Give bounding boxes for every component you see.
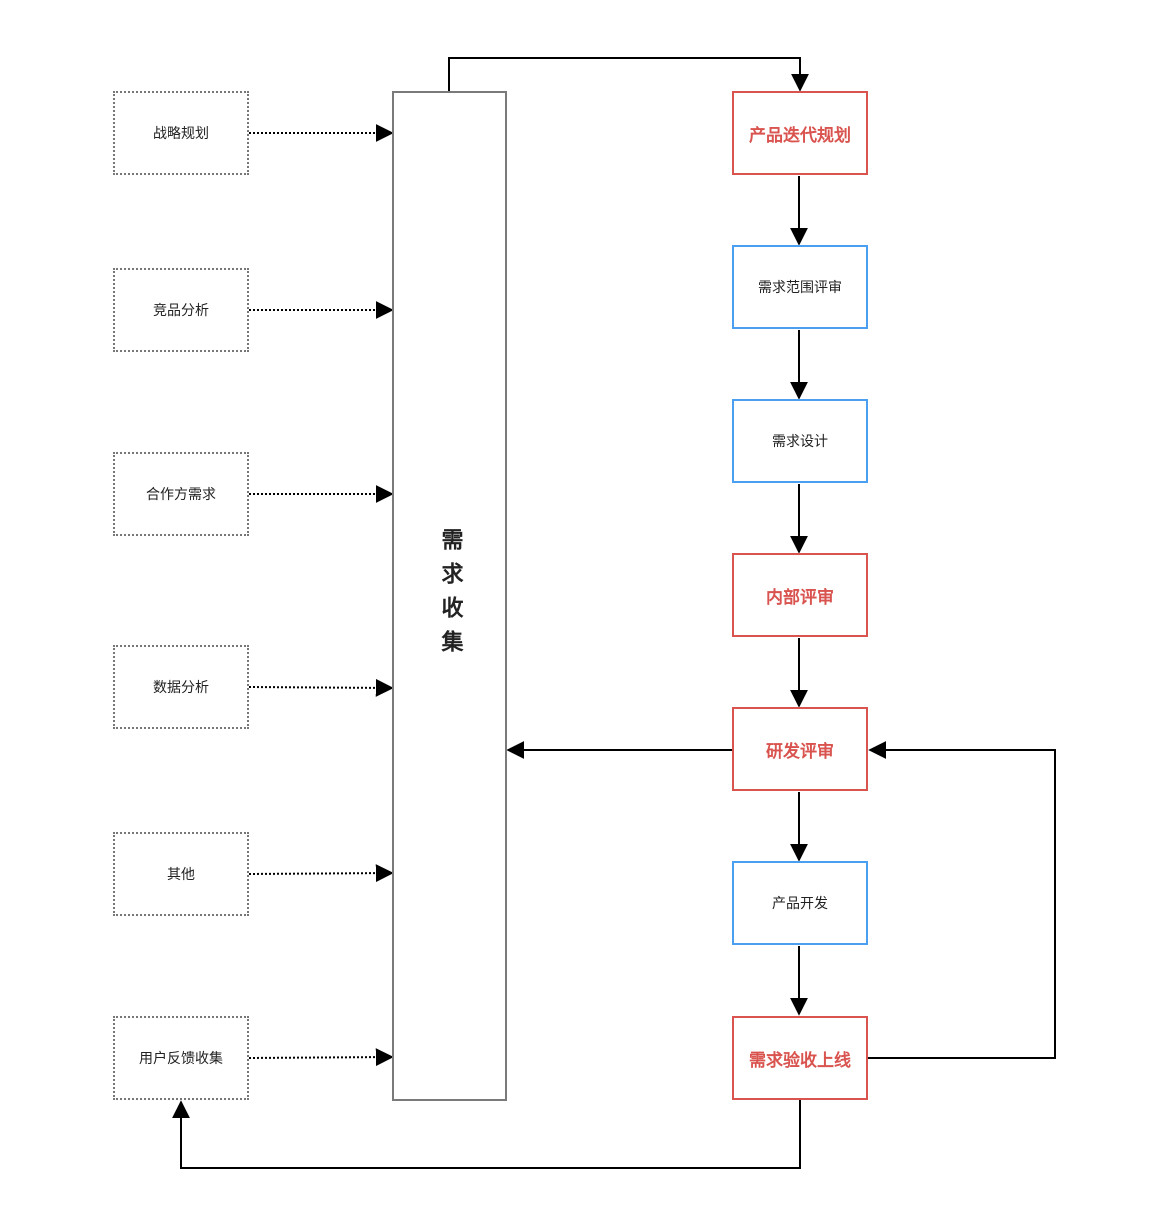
source-label: 战略规划 — [153, 126, 209, 142]
arrow-release-to-feedback — [172, 1100, 801, 1169]
source-label: 数据分析 — [153, 680, 209, 696]
arrow-source-4 — [248, 678, 394, 697]
step-label: 需求设计 — [772, 434, 828, 450]
source-label: 用户反馈收集 — [139, 1051, 223, 1067]
source-label: 竞品分析 — [153, 303, 209, 319]
arrow-source-5 — [248, 864, 394, 883]
source-label: 其他 — [167, 867, 195, 883]
step-acceptance-release: 需求验收上线 — [732, 1016, 868, 1100]
step-label: 产品迭代规划 — [749, 125, 851, 146]
step-rd-review: 研发评审 — [732, 707, 868, 791]
step-label: 产品开发 — [772, 896, 828, 912]
arrow-source-6 — [248, 1048, 394, 1067]
step-label: 研发评审 — [766, 741, 834, 762]
source-competitor-analysis: 竞品分析 — [113, 268, 249, 352]
step-label: 需求验收上线 — [749, 1050, 851, 1071]
step-label: 需求范围评审 — [758, 280, 842, 296]
source-partner-needs: 合作方需求 — [113, 452, 249, 536]
arrow-release-to-review — [868, 741, 1056, 1059]
step-requirement-design: 需求设计 — [732, 399, 868, 483]
step-iteration-planning: 产品迭代规划 — [732, 91, 868, 175]
requirements-collection: 需求收集 — [392, 91, 507, 1101]
source-label: 合作方需求 — [146, 487, 216, 503]
source-strategy: 战略规划 — [113, 91, 249, 175]
step-label: 内部评审 — [766, 587, 834, 608]
arrow-collector-to-planning — [448, 57, 809, 92]
source-other: 其他 — [113, 832, 249, 916]
collector-label: 需求收集 — [437, 528, 463, 664]
step-internal-review: 内部评审 — [732, 553, 868, 637]
source-data-analysis: 数据分析 — [113, 645, 249, 729]
step-scope-review: 需求范围评审 — [732, 245, 868, 329]
step-product-development: 产品开发 — [732, 861, 868, 945]
source-user-feedback: 用户反馈收集 — [113, 1016, 249, 1100]
